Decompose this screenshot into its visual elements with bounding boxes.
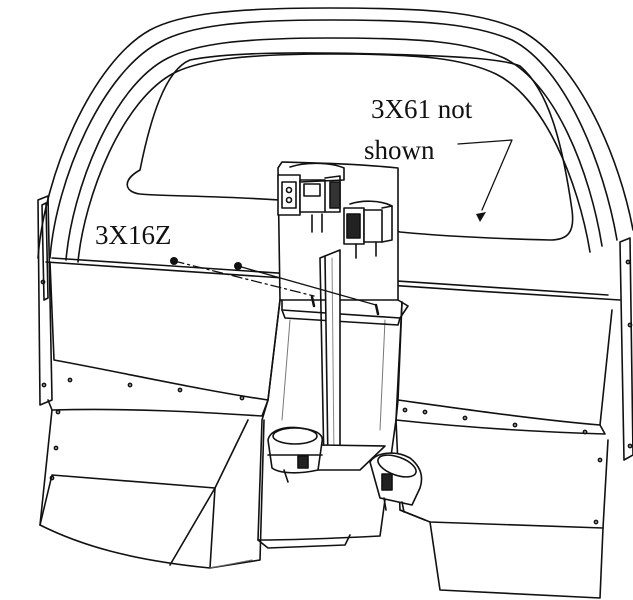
outer-frame: [37, 7, 633, 263]
upper-left-clamp: [277, 162, 345, 233]
fastener-dot-1: [170, 257, 178, 265]
upper-right-clamp: [343, 200, 393, 259]
callout-3x61-line2: shown: [364, 135, 435, 165]
center-lower-bay: [257, 299, 403, 549]
left-lower-panel: [39, 261, 281, 569]
right-side-rail: [619, 237, 633, 461]
lower-right-cup-holder: [369, 452, 423, 513]
right-lower-panel: [395, 301, 613, 599]
callout-3x61-line1: 3X61 not: [371, 94, 473, 124]
left-side-rail: [37, 195, 53, 406]
leader-line-3x16z-b: [237, 265, 377, 306]
callout-arrowhead: [476, 212, 486, 222]
leader-line-3x16z-a: [173, 260, 315, 297]
lower-left-cup-holder: [267, 426, 324, 483]
leader-line-3x61: [457, 139, 513, 211]
callout-leaders: [173, 139, 513, 306]
callout-3x16z-label: 3X16Z: [95, 220, 172, 250]
fastener-dot-2: [234, 262, 242, 270]
window-opening: [126, 52, 574, 241]
